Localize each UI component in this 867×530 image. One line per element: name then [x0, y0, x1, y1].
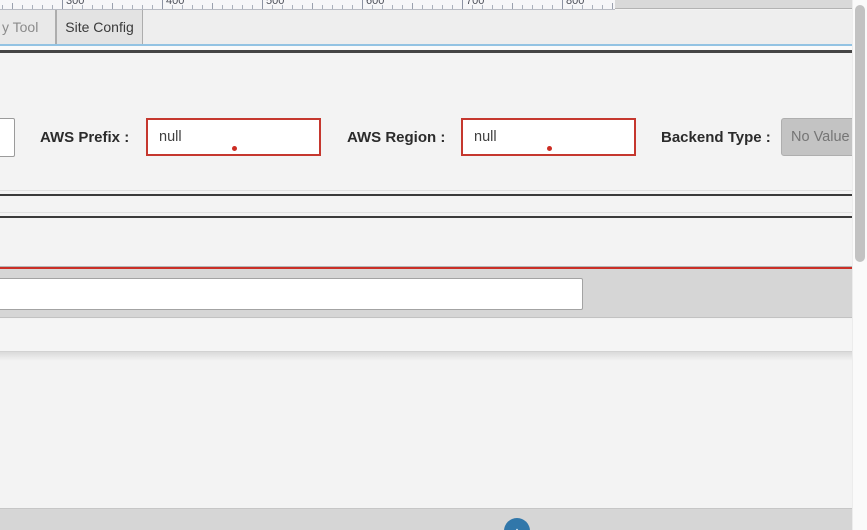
bottom-bar: [0, 509, 852, 530]
ruler-tick-label: 500: [266, 0, 285, 7]
ruler-tick-label: 300: [66, 0, 85, 7]
ruler-tick-label: 800: [566, 0, 585, 7]
toolbar-top-border: [0, 266, 852, 267]
scrollbar-thumb[interactable]: [855, 5, 865, 262]
bottom-bar-divider: [0, 508, 852, 509]
aws-region-label: AWS Region :: [347, 129, 446, 146]
tab-bar: y Tool Site Config: [0, 10, 852, 44]
tab-site-config[interactable]: Site Config: [56, 10, 143, 44]
bottom-action-button[interactable]: ↑: [504, 518, 530, 530]
toolbar-text-input[interactable]: [0, 278, 583, 310]
backend-type-label: Backend Type :: [661, 129, 771, 146]
section-divider-highlight: [0, 190, 852, 191]
aws-prefix-field-wrapper: [146, 118, 321, 156]
aws-prefix-label: AWS Prefix :: [40, 129, 130, 146]
toolbar-red-line: [0, 267, 852, 269]
section-divider: [0, 194, 852, 196]
section-top-border: [0, 50, 852, 53]
ruler-tick-label: 400: [166, 0, 185, 7]
aws-region-field-wrapper: [461, 118, 636, 156]
ruler-tick-label: 600: [366, 0, 385, 7]
tab-query-tool[interactable]: y Tool: [0, 10, 56, 44]
accent-divider-line: [0, 44, 852, 46]
horizontal-ruler: 300 400 500 600 700 800: [0, 0, 615, 10]
vertical-scrollbar[interactable]: [852, 0, 867, 530]
up-arrow-icon: ↑: [514, 524, 521, 530]
tab-label: y Tool: [2, 19, 39, 35]
section-divider-highlight: [0, 212, 852, 213]
validation-error-dot: [546, 146, 552, 151]
section-divider: [0, 216, 852, 218]
panel-edge-shadow: [0, 352, 852, 361]
left-clipped-field[interactable]: [0, 118, 15, 157]
validation-error-dot: [231, 146, 237, 151]
panel-upper-area: [0, 319, 852, 351]
panel-edge-line: [0, 351, 852, 352]
tab-label: Site Config: [65, 19, 134, 35]
divider-gap: [0, 46, 852, 50]
backend-type-value-box[interactable]: No Value: [781, 118, 852, 156]
ruler-end-cap: [615, 0, 852, 9]
ruler-tick-label: 700: [466, 0, 485, 7]
